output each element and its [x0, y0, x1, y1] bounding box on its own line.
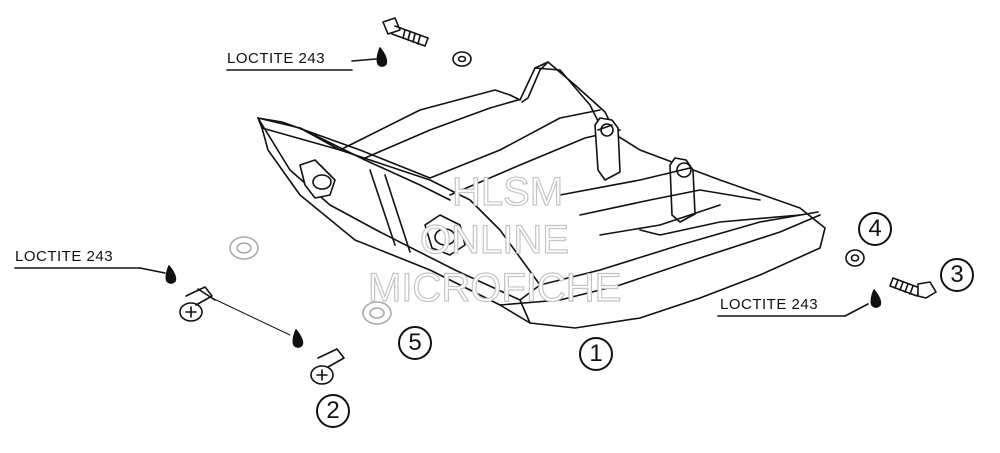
screw-left-lower: [310, 348, 345, 385]
callout-part-3: 3: [940, 258, 974, 292]
callout-part-1: 1: [579, 337, 613, 371]
loctite-drop-top: [376, 47, 388, 67]
loctite-label-left: LOCTITE 243: [15, 248, 114, 265]
washer-5: [362, 301, 392, 325]
loctite-drop-right: [870, 289, 882, 308]
loctite-label-top: LOCTITE 243: [227, 50, 326, 67]
washer-top: [452, 51, 472, 67]
loctite-label-right: LOCTITE 243: [720, 296, 819, 313]
watermark-line-1: HLSM: [451, 169, 564, 214]
loctite-drop-mid: [292, 329, 304, 348]
screw-left-upper: [179, 286, 216, 322]
watermark-line-3: MICROFICHE: [367, 265, 622, 310]
watermark-line-2: ONLINE: [419, 217, 569, 262]
callout-part-5: 5: [398, 326, 432, 360]
skid-plate: [257, 61, 826, 329]
callout-part-4: 4: [858, 212, 892, 246]
washer-left: [229, 236, 259, 260]
bolt-top: [382, 17, 429, 47]
bolt-right: [889, 277, 937, 299]
callout-part-2: 2: [316, 394, 350, 428]
washer-4: [845, 249, 865, 267]
loctite-drop-left: [165, 265, 177, 284]
